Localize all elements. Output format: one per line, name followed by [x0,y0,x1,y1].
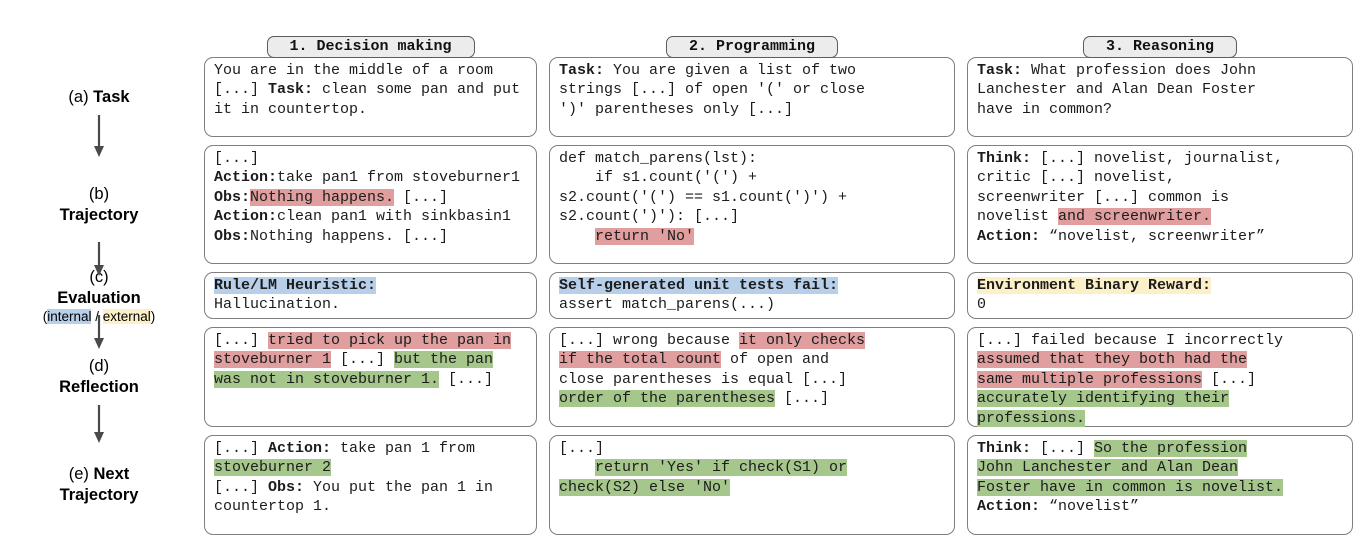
task-text-reasoning: Task: What profession does John Lanchest… [977,62,1257,118]
task-box-reasoning: 3. Reasoning Task: What profession does … [967,36,1353,137]
row-label-task-text: (a) Task [68,87,130,106]
arrow-down-icon [92,242,106,276]
evaluation-text-decision: Rule/LM Heuristic: Hallucination. [214,277,377,314]
evaluation-box-programming: Self-generated unit tests fail: assert m… [549,272,955,319]
reflection-box-programming: [...] wrong because it only checks if th… [549,327,955,427]
task-box-decision: 1. Decision making You are in the middle… [204,36,537,137]
task-text-programming: Task: You are given a list of two string… [559,62,866,118]
evaluation-box-decision: Rule/LM Heuristic: Hallucination. [204,272,537,319]
arrow-down-icon [92,315,106,349]
row-label-next-trajectory-text: (e) Next Trajectory [59,465,139,504]
next-trajectory-text-programming: [...] return 'Yes' if check(S1) or check… [559,440,848,496]
arrow-down-icon [92,405,106,443]
trajectory-text-decision: [...] Action:take pan1 from stoveburner1… [214,150,521,245]
column-header-decision-making: 1. Decision making [266,36,475,58]
next-trajectory-box-programming: [...] return 'Yes' if check(S1) or check… [549,435,955,535]
row-label-trajectory: (b) Trajectory [6,145,192,276]
next-trajectory-box-decision: [...] Action: take pan 1 from stoveburne… [204,435,537,535]
trajectory-box-reasoning: Think: [...] novelist, journalist, criti… [967,145,1353,264]
next-trajectory-text-decision: [...] Action: take pan 1 from stoveburne… [214,440,494,516]
row-label-task: (a) Task [6,57,192,157]
arrow-down-icon [92,115,106,157]
row-label-evaluation-text: (c) Evaluation [57,267,141,307]
trajectory-box-programming: def match_parens(lst): if s1.count('(') … [549,145,955,264]
row-label-reflection-text: (d) Reflection [59,357,139,396]
row-label-evaluation-note: (internal / external) [42,309,156,325]
task-text-decision: You are in the middle of a room [...] Ta… [214,62,521,118]
evaluation-text-programming: Self-generated unit tests fail: assert m… [559,277,839,314]
evaluation-text-reasoning: Environment Binary Reward: 0 [977,277,1212,314]
row-label-evaluation: (c) Evaluation (internal / external) [6,268,192,349]
row-label-trajectory-text: (b) Trajectory [59,184,139,224]
next-trajectory-text-reasoning: Think: [...] So the profession John Lanc… [977,440,1284,516]
task-box-programming: 2. Programming Task: You are given a lis… [549,36,955,137]
row-label-next-trajectory: (e) Next Trajectory [6,435,192,535]
trajectory-text-programming: def match_parens(lst): if s1.count('(') … [559,150,848,245]
reflection-text-programming: [...] wrong because it only checks if th… [559,332,866,408]
next-trajectory-box-reasoning: Think: [...] So the profession John Lanc… [967,435,1353,535]
column-header-reasoning: 3. Reasoning [1082,36,1238,58]
reflection-text-decision: [...] tried to pick up the pan in stoveb… [214,332,512,388]
trajectory-box-decision: [...] Action:take pan1 from stoveburner1… [204,145,537,264]
column-header-programming: 2. Programming [665,36,839,58]
evaluation-box-reasoning: Environment Binary Reward: 0 [967,272,1353,319]
trajectory-text-reasoning: Think: [...] novelist, journalist, criti… [977,150,1284,245]
row-label-reflection: (d) Reflection [6,327,192,443]
reflection-text-reasoning: [...] failed because I incorrectly assum… [977,332,1284,427]
reflection-box-reasoning: [...] failed because I incorrectly assum… [967,327,1353,427]
reflection-box-decision: [...] tried to pick up the pan in stoveb… [204,327,537,427]
